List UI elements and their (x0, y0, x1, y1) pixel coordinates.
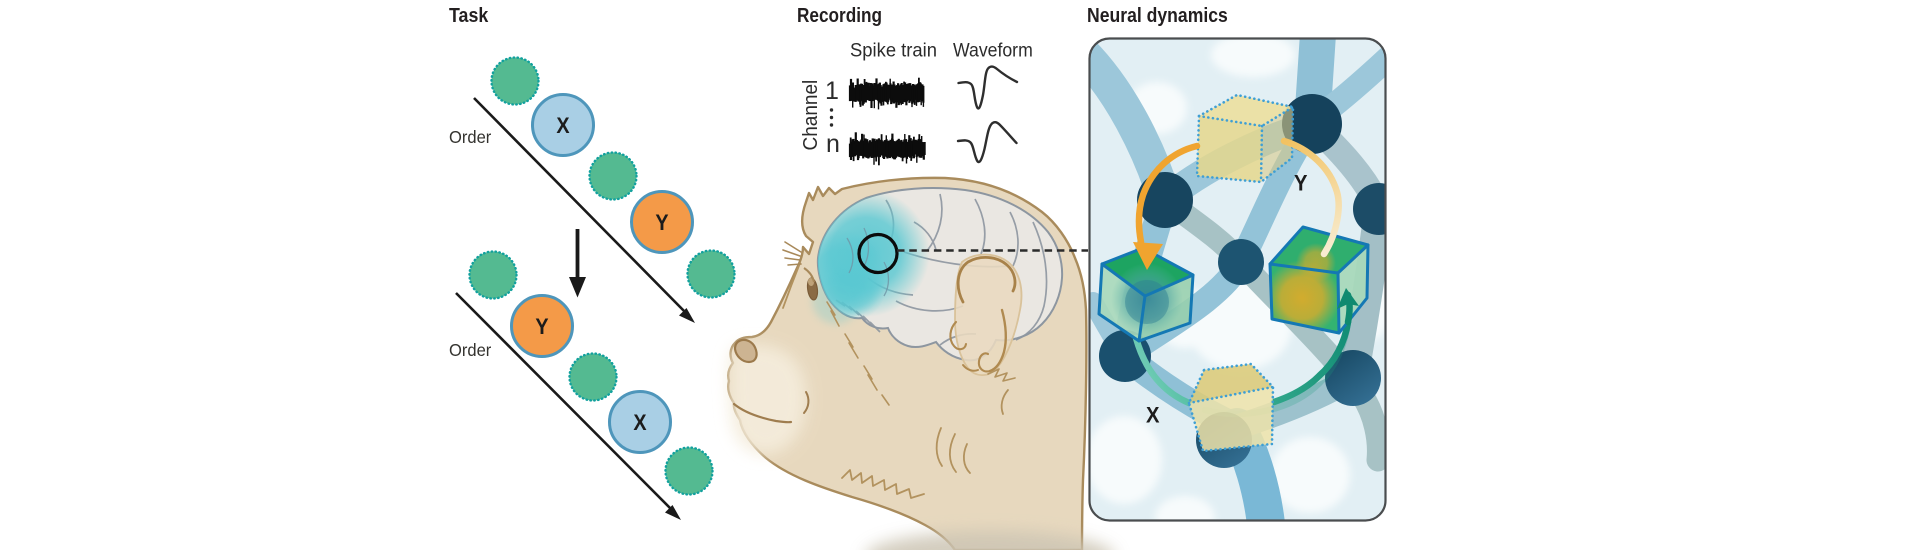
svg-text:Order: Order (449, 339, 492, 360)
svg-text:n: n (826, 130, 840, 158)
svg-text:Recording: Recording (797, 4, 882, 27)
svg-text:Y: Y (535, 315, 548, 339)
svg-text:Y: Y (1294, 172, 1307, 196)
svg-text:Spike train: Spike train (850, 39, 937, 60)
svg-text:X: X (556, 114, 569, 138)
svg-text:Y: Y (655, 211, 668, 235)
svg-text:Waveform: Waveform (953, 39, 1033, 61)
svg-text:1: 1 (825, 77, 839, 105)
svg-text:Task: Task (449, 5, 489, 27)
svg-text:Neural dynamics: Neural dynamics (1087, 4, 1228, 26)
svg-text:X: X (1146, 404, 1159, 428)
svg-text:X: X (633, 411, 646, 435)
svg-text:Order: Order (449, 126, 492, 147)
svg-text:Channel: Channel (800, 80, 823, 151)
